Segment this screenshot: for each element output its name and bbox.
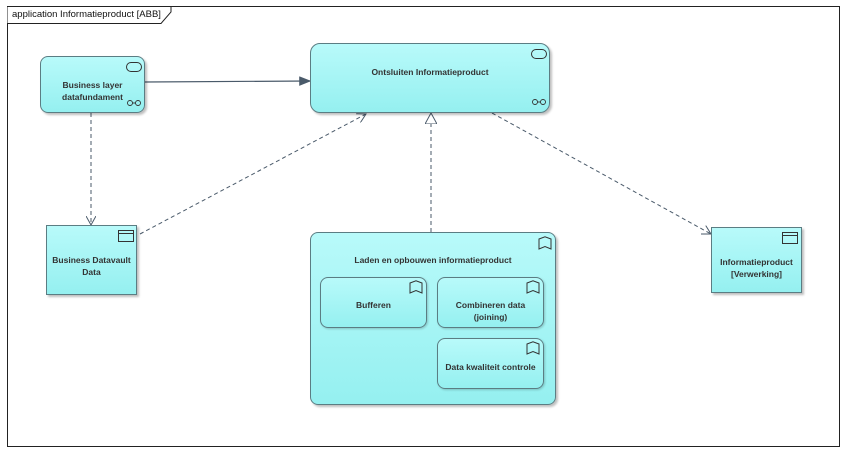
node-ontsluiten-informatieproduct[interactable]: Ontsluiten Informatieproduct: [310, 43, 550, 113]
node-label: Business Datavault Data: [52, 255, 131, 277]
frame-title-tab: [7, 6, 172, 24]
edge-datavault-to-ontsluiten: [139, 114, 366, 235]
diagram-frame: [7, 6, 840, 447]
application-service-icon: [126, 62, 142, 72]
node-business-layer-datafundament[interactable]: Business layer datafundament: [40, 56, 145, 113]
data-object-icon: [782, 232, 798, 244]
node-label: Informatieproduct [Verwerking]: [720, 257, 793, 279]
application-function-icon: [409, 280, 423, 294]
application-service-icon: [531, 49, 547, 59]
node-label: Ontsluiten Informatieproduct: [371, 67, 489, 77]
edge-business-layer-to-ontsluiten: [144, 76, 312, 86]
interface-link-icon: [127, 100, 141, 106]
node-label: Data kwaliteit controle: [445, 362, 536, 372]
application-function-icon: [526, 341, 540, 355]
data-object-icon: [118, 230, 134, 242]
node-combineren-data[interactable]: Combineren data (joining): [437, 277, 544, 328]
node-label: Business layer datafundament: [62, 80, 123, 102]
node-data-kwaliteit-controle[interactable]: Data kwaliteit controle: [437, 338, 544, 389]
node-laden-en-opbouwen[interactable]: Laden en opbouwen informatieproduct Buff…: [310, 232, 556, 405]
frame-title: application Informatieproduct [ABB]: [12, 9, 161, 20]
node-label: Combineren data (joining): [455, 300, 526, 322]
application-function-icon: [538, 236, 552, 250]
node-label: Laden en opbouwen informatieproduct: [354, 255, 512, 265]
node-business-datavault-data[interactable]: Business Datavault Data: [46, 225, 137, 295]
application-function-icon: [526, 280, 540, 294]
node-informatieproduct-verwerking[interactable]: Informatieproduct [Verwerking]: [711, 227, 802, 293]
node-label: Bufferen: [356, 300, 391, 310]
interface-link-icon: [532, 99, 546, 105]
node-bufferen[interactable]: Bufferen: [320, 277, 427, 328]
